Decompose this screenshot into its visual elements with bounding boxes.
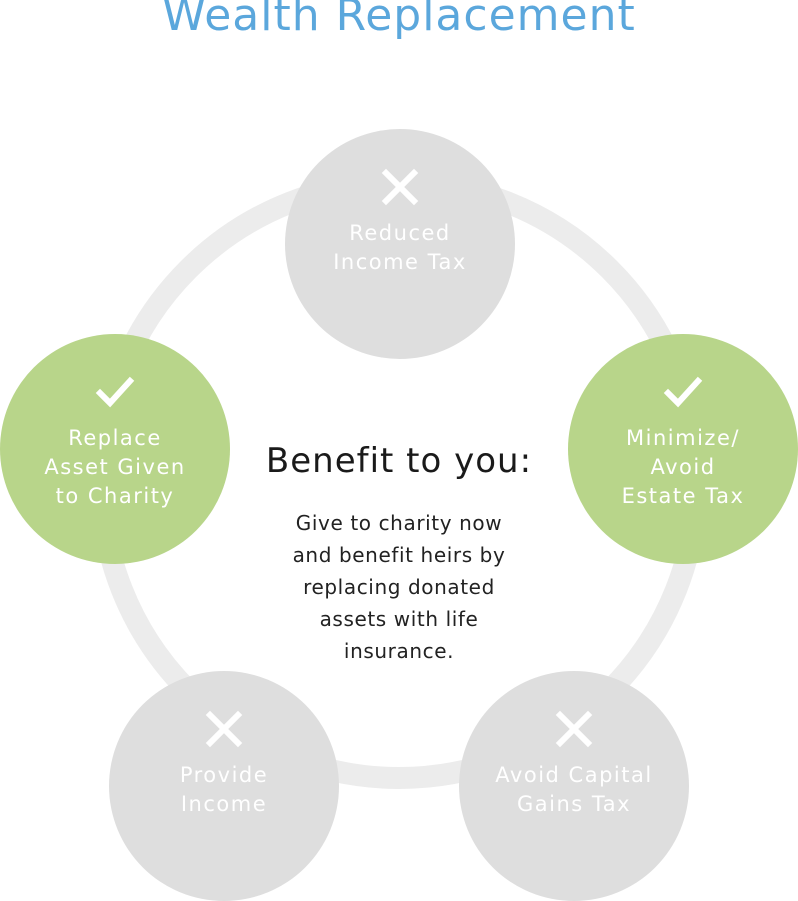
node-label: Replace Asset Given to Charity [44,426,186,508]
node-replace-asset: Replace Asset Given to Charity [0,334,230,564]
center-heading: Benefit to you: [265,441,533,481]
check-icon [95,376,135,408]
node-label: Provide Income [179,763,269,816]
center-description: Give to charity now and benefit heirs by… [292,511,506,663]
node-minimize-estate-tax: Minimize/ Avoid Estate Tax [568,334,798,564]
x-icon [205,710,243,748]
node-provide-income: Provide Income [109,671,339,901]
x-icon [381,168,419,206]
node-label: Minimize/ Avoid Estate Tax [621,426,745,508]
node-label: Reduced Income Tax [333,221,467,274]
check-icon [663,376,703,408]
node-avoid-capital-gains-tax: Avoid Capital Gains Tax [459,671,689,901]
page-title: Wealth Replacement [162,0,636,41]
node-reduced-income-tax: Reduced Income Tax [285,129,515,359]
node-label: Avoid Capital Gains Tax [495,763,653,816]
x-icon [555,710,593,748]
